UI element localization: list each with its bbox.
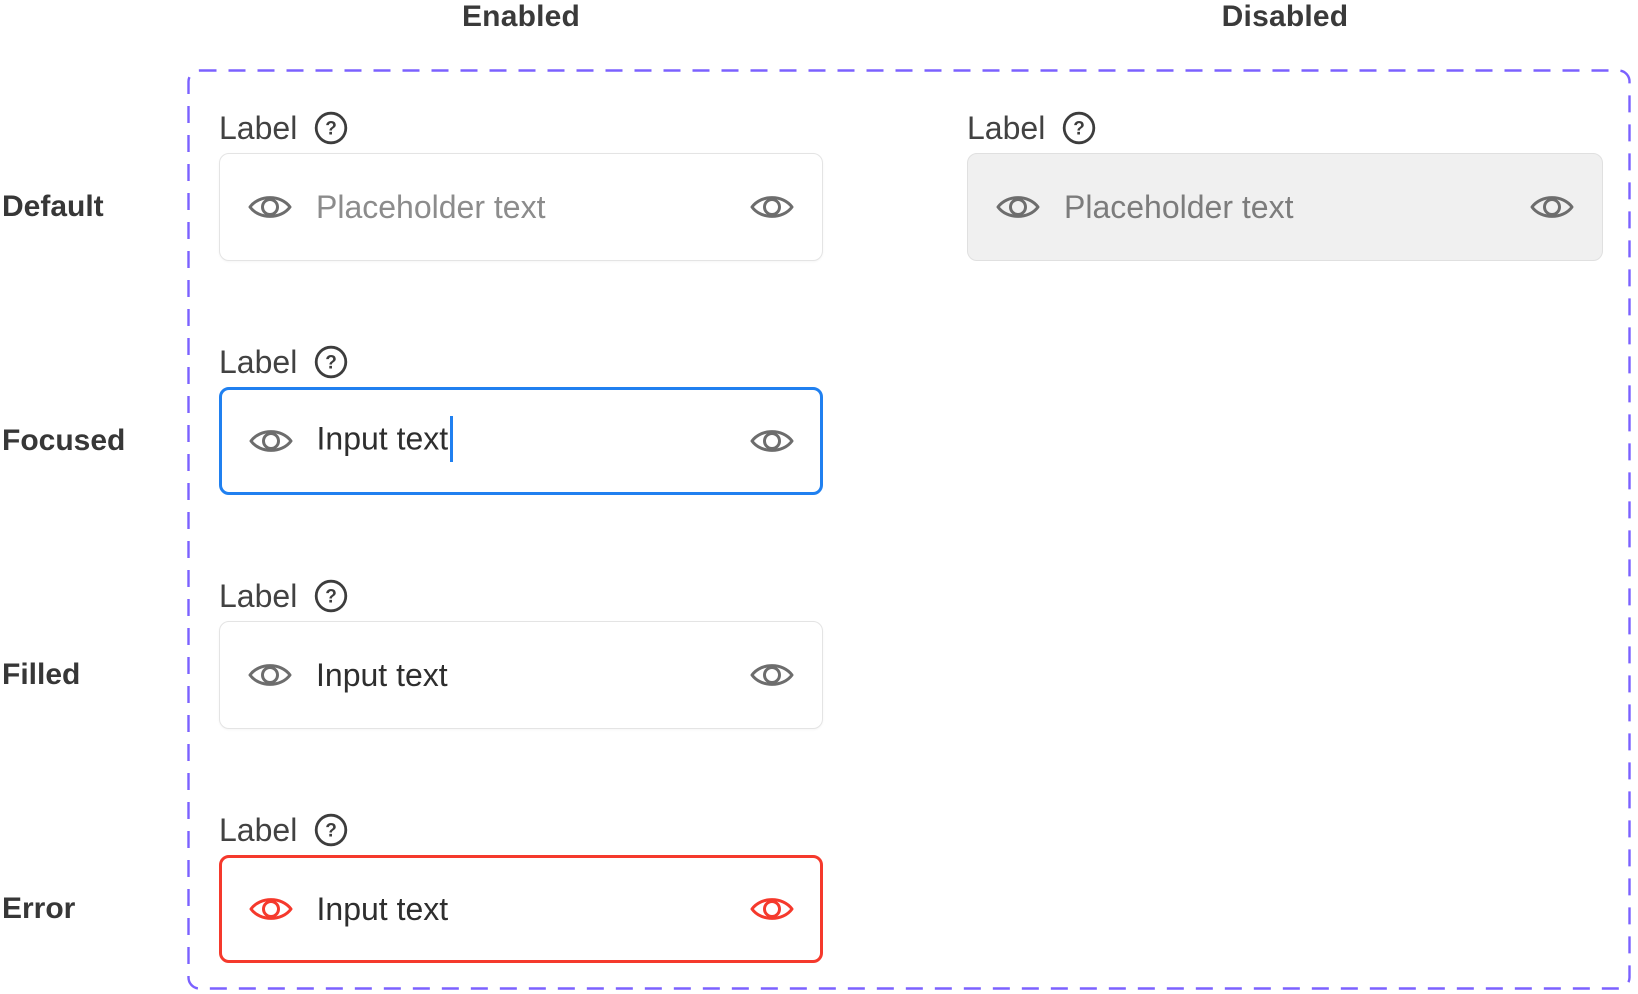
field-label: Label [967, 109, 1046, 146]
text-input-disabled: Placeholder text [967, 153, 1603, 261]
help-icon[interactable]: ? [313, 812, 349, 848]
eye-icon[interactable] [750, 191, 794, 223]
svg-text:?: ? [325, 119, 337, 140]
help-icon[interactable]: ? [313, 110, 349, 146]
svg-text:?: ? [325, 353, 337, 374]
input-value: Input text [317, 416, 454, 464]
field-disabled-default: Label ? Placeholder text [967, 108, 1603, 261]
help-icon[interactable]: ? [313, 578, 349, 614]
field-label: Label [219, 343, 298, 380]
row-label-default: Default [2, 190, 104, 223]
text-input-focused[interactable]: Input text [219, 387, 823, 495]
text-input-filled[interactable]: Input text [219, 621, 823, 729]
eye-icon[interactable] [248, 659, 292, 691]
input-value: Input text [316, 890, 449, 927]
eye-icon[interactable] [750, 425, 794, 457]
field-enabled-filled: Label ? Input text [219, 576, 823, 729]
svg-text:?: ? [1073, 119, 1085, 140]
field-label-row: Label ? [219, 810, 823, 850]
row-label-focused: Focused [2, 424, 126, 457]
eye-icon[interactable] [249, 893, 293, 925]
column-header-enabled: Enabled [461, 0, 581, 33]
field-enabled-default: Label ? Placeholder text [219, 108, 823, 261]
svg-text:?: ? [325, 821, 337, 842]
text-input-error[interactable]: Input text [219, 855, 823, 963]
field-label-row: Label ? [219, 576, 823, 616]
eye-icon[interactable] [750, 659, 794, 691]
help-icon[interactable]: ? [1061, 110, 1097, 146]
eye-icon [996, 191, 1040, 223]
eye-icon[interactable] [249, 425, 293, 457]
field-label: Label [219, 109, 298, 146]
input-placeholder: Placeholder text [1064, 188, 1294, 225]
row-label-error: Error [2, 892, 76, 925]
field-enabled-focused: Label ? Input text [219, 342, 823, 495]
input-value: Input text [316, 656, 448, 693]
text-input-default[interactable]: Placeholder text [219, 153, 823, 261]
field-label-row: Label ? [967, 108, 1603, 148]
input-placeholder: Placeholder text [316, 188, 546, 225]
field-enabled-error: Label ? Input text [219, 810, 823, 963]
field-label: Label [219, 811, 298, 848]
svg-text:?: ? [325, 587, 337, 608]
field-label: Label [219, 577, 298, 614]
help-icon[interactable]: ? [313, 344, 349, 380]
row-label-filled: Filled [2, 658, 81, 691]
eye-icon[interactable] [750, 893, 794, 925]
eye-icon[interactable] [248, 191, 292, 223]
field-label-row: Label ? [219, 342, 823, 382]
field-label-row: Label ? [219, 108, 823, 148]
eye-icon [1530, 191, 1574, 223]
column-header-disabled: Disabled [1221, 0, 1349, 33]
text-cursor [450, 416, 454, 462]
